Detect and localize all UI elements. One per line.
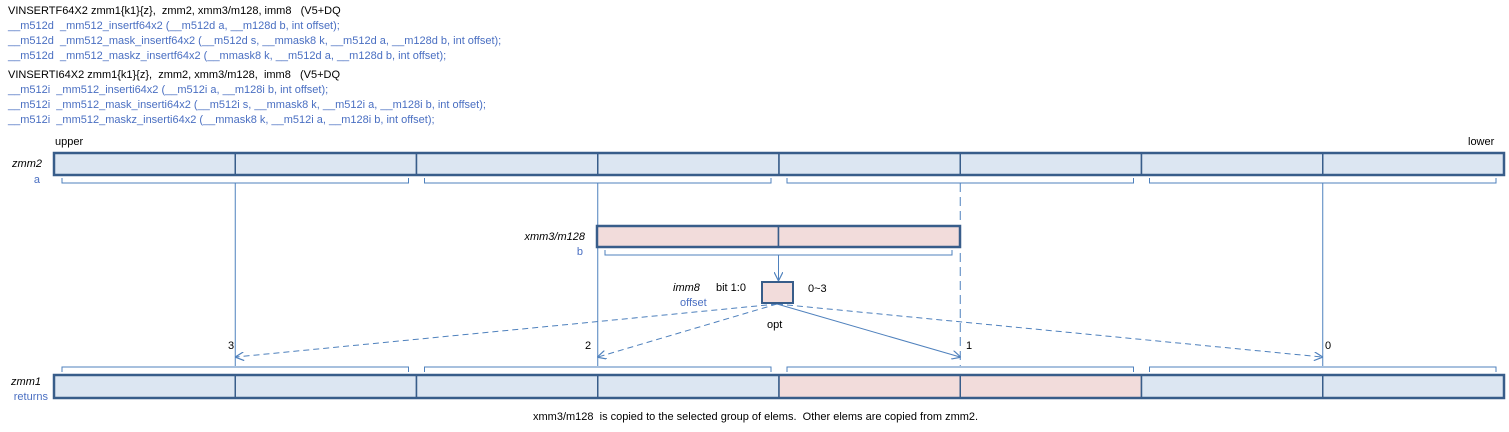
select-arrow-lane-1	[776, 303, 960, 357]
zmm2-lane-bracket	[424, 178, 772, 184]
zmm1-element	[778, 374, 961, 399]
param-a-label: a	[33, 174, 40, 186]
xmm3-bracket	[604, 250, 953, 256]
zmm1-lane-bracket	[61, 366, 409, 372]
zmm1-element	[1322, 374, 1505, 399]
xmm3-register	[595, 224, 962, 249]
zmm1-register	[52, 373, 1506, 400]
insertf-signature: VINSERTF64X2 zmm1{k1}{z}, zmm2, xmm3/m12…	[8, 5, 341, 17]
inserti-prototype: __m512i _mm512_inserti64x2 (__m512i a, _…	[8, 84, 329, 96]
imm8-range-label: 0~3	[808, 283, 827, 295]
imm8-bits-label: bit 1:0	[716, 282, 746, 294]
lane-label-0: 0	[1325, 340, 1332, 352]
imm8-label: imm8	[673, 282, 700, 294]
select-arrow-lane-2	[598, 303, 778, 357]
param-offset-label: offset	[680, 297, 707, 309]
zmm2-element	[234, 152, 418, 176]
lane-label-1: 1	[966, 340, 973, 352]
insertf-maskz-prototype: __m512d _mm512_maskz_insertf64x2 (__mmas…	[8, 50, 447, 62]
zmm2-lane-bracket	[786, 178, 1134, 184]
insertf-mask-prototype: __m512d _mm512_mask_insertf64x2 (__m512d…	[8, 35, 502, 47]
zmm1-element	[597, 374, 780, 399]
select-arrow-lane-3	[236, 303, 778, 357]
lane-label-2: 2	[585, 340, 592, 352]
xmm3-element	[596, 225, 780, 248]
zmm1-lane-bracket	[424, 366, 772, 372]
caption: xmm3/m128 is copied to the selected grou…	[533, 411, 979, 423]
zmm2-lane-bracket	[61, 178, 409, 184]
zmm2-lane-bracket	[1149, 178, 1497, 184]
inserti-signature: VINSERTI64X2 zmm1{k1}{z}, zmm2, xmm3/m12…	[8, 69, 341, 81]
insertf-prototype: __m512d _mm512_insertf64x2 (__m512d a, _…	[8, 20, 340, 32]
zmm2-element	[53, 152, 236, 176]
xmm3-m128-label: xmm3/m128	[524, 231, 585, 243]
zmm2-element	[1140, 152, 1324, 176]
select-arrow-lane-0	[776, 303, 1322, 357]
inserti-mask-prototype: __m512i _mm512_mask_inserti64x2 (__m512i…	[8, 99, 486, 111]
zmm2-element	[778, 152, 961, 176]
imm8-box	[761, 281, 794, 304]
zmm2-register	[52, 151, 1506, 177]
zmm1-element	[415, 374, 599, 399]
xmm3-element	[777, 225, 961, 248]
zmm1-element	[234, 374, 418, 399]
upper-label: upper	[55, 136, 84, 148]
opt-label: opt	[767, 319, 783, 331]
lane-label-3: 3	[228, 340, 235, 352]
zmm2-element	[959, 152, 1143, 176]
lower-label: lower	[1468, 136, 1495, 148]
zmm2-element	[597, 152, 780, 176]
zmm2-element	[415, 152, 599, 176]
zmm1-element	[53, 374, 236, 399]
param-b-label: b	[576, 246, 583, 258]
inserti-maskz-prototype: __m512i _mm512_maskz_inserti64x2 (__mmas…	[8, 114, 435, 126]
zmm2-label: zmm2	[12, 158, 42, 170]
zmm1-lane-bracket	[786, 366, 1134, 372]
zmm1-label: zmm1	[11, 376, 41, 388]
zmm1-element	[1140, 374, 1324, 399]
zmm2-element	[1322, 152, 1505, 176]
zmm1-lane-bracket	[1149, 366, 1497, 372]
zmm1-element	[959, 374, 1143, 399]
param-returns-label: returns	[13, 391, 48, 403]
